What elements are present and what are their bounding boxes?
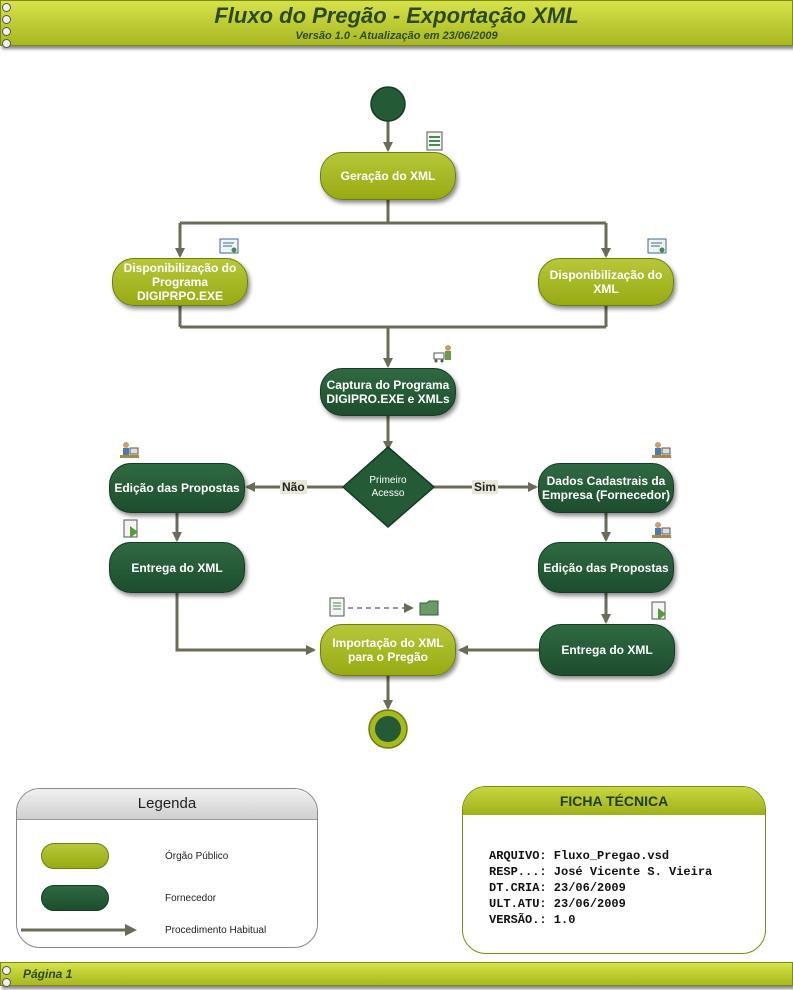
legend-panel: Legenda Órgão Público Fornecedor Procedi… — [16, 788, 318, 948]
binder-rings — [2, 3, 11, 51]
page-number: Página 1 — [23, 967, 73, 981]
footer-banner: Página 1 — [0, 962, 793, 987]
binder-rings — [2, 966, 11, 990]
legend-label-orgao: Órgão Público — [165, 851, 229, 862]
node-edicao-propostas-esq: Edição das Propostas — [109, 463, 245, 513]
decision-diamond — [341, 446, 436, 528]
ficha-resp: RESP...: José Vicente S. Vieira — [489, 865, 713, 879]
folder-icon — [419, 600, 439, 616]
node-entrega-xml-dir: Entrega do XML — [539, 624, 675, 676]
page-title: Fluxo do Pregão - Exportação XML — [214, 3, 579, 28]
document-send-icon — [651, 601, 666, 620]
document-icon — [329, 597, 345, 617]
legend-swatch-orgao — [41, 843, 109, 869]
user-at-desk-icon — [652, 442, 671, 458]
start-node — [370, 86, 406, 122]
node-dados-cadastrais: Dados Cadastrais da Empresa (Fornecedor) — [538, 463, 674, 513]
ficha-tecnica-panel: FICHA TÉCNICA ARQUIVO: Fluxo_Pregao.vsd … — [462, 786, 766, 954]
node-edicao-propostas-dir: Edição das Propostas — [538, 542, 674, 593]
edge-entrega-esq-importacao — [175, 593, 316, 655]
document-send-icon — [123, 519, 138, 538]
ficha-arquivo: ARQUIVO: Fluxo_Pregao.vsd — [489, 849, 670, 863]
legend-label-fornecedor: Fornecedor — [165, 893, 217, 904]
node-captura-programa: Captura do Programa DIGIPRO.EXE e XMLs — [320, 368, 456, 416]
ficha-ult-atu: ULT.ATU: 23/06/2009 — [489, 897, 626, 911]
page-subtitle: Versão 1.0 - Atualização em 23/06/2009 — [295, 30, 498, 42]
shopping-cart-user-icon — [433, 345, 451, 363]
edge-label-nao: Não — [280, 480, 307, 494]
node-disponibilizacao-programa: Disponibilização do Programa DIGIPRPO.EX… — [112, 258, 248, 306]
node-geracao-xml: Geração do XML — [320, 152, 456, 200]
end-node-inner — [375, 716, 401, 742]
legend-arrow-sample — [21, 924, 137, 936]
edge-label-sim: Sim — [472, 480, 499, 494]
user-at-desk-icon — [652, 522, 671, 538]
user-at-desk-icon — [120, 442, 139, 458]
ficha-dt-cria: DT.CRIA: 23/06/2009 — [489, 881, 626, 895]
node-disponibilizacao-xml: Disponibilização do XML — [538, 258, 674, 306]
spreadsheet-icon — [426, 131, 443, 151]
node-entrega-xml-esq: Entrega do XML — [109, 542, 245, 593]
header-banner: Fluxo do Pregão - Exportação XML Versão … — [0, 0, 793, 48]
certificate-icon — [219, 238, 239, 254]
legend-title: Legenda — [17, 789, 317, 820]
legend-swatch-fornecedor — [41, 885, 109, 911]
ficha-versao: VERSÃO.: 1.0 — [489, 913, 576, 927]
decision-label: Primeiro Acesso — [369, 475, 407, 499]
node-importacao-xml: Importação do XML para o Pregão — [320, 624, 456, 676]
legend-label-procedimento: Procedimento Habitual — [165, 925, 267, 936]
certificate-icon — [647, 238, 667, 254]
ficha-title: FICHA TÉCNICA — [463, 787, 765, 815]
